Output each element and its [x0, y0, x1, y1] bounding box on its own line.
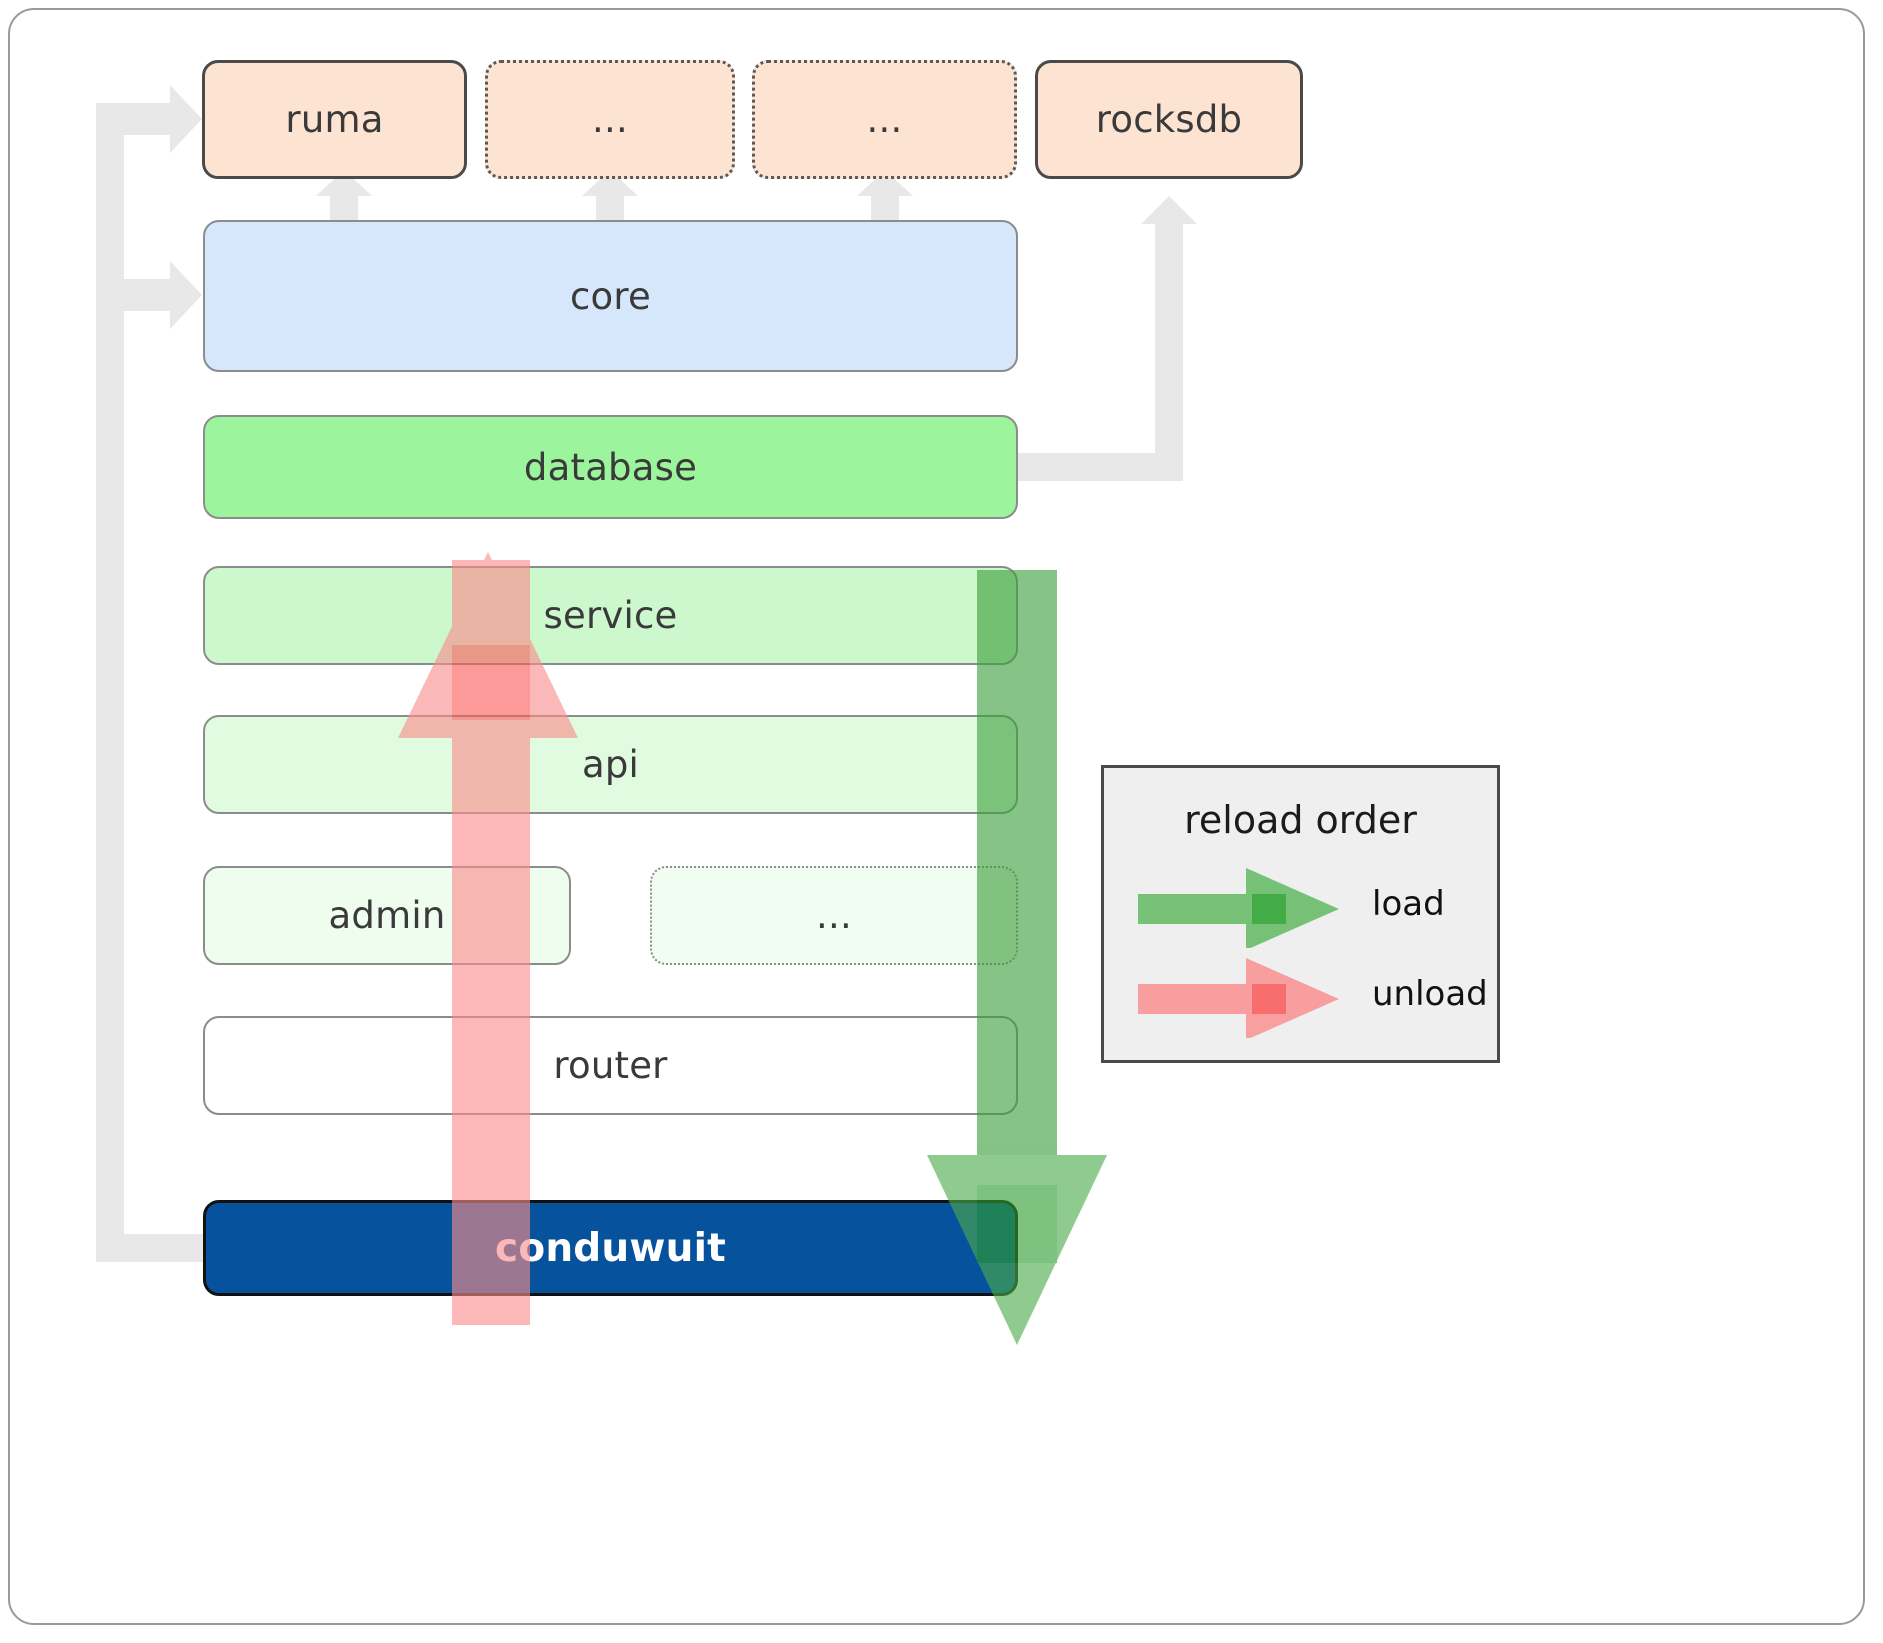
connector-left-rail [96, 110, 124, 1248]
crate-box-ruma[interactable]: ruma [202, 60, 467, 179]
crate-box-rocksdb[interactable]: rocksdb [1035, 60, 1303, 179]
legend-row-unload: unload [1104, 958, 1497, 1038]
load-arrow-icon [1138, 868, 1339, 948]
layer-box-database[interactable]: database [203, 415, 1018, 519]
layer-box-service[interactable]: service [203, 566, 1018, 665]
layer-label-core: core [570, 274, 651, 318]
layer-box-router[interactable]: router [203, 1016, 1018, 1115]
unload-arrow-icon [1138, 958, 1339, 1038]
layer-label-conduwuit: conduwuit [495, 1225, 726, 1271]
layer-label-router: router [553, 1044, 668, 1087]
connector-core-to-ruma [316, 170, 372, 220]
connector-database-to-rocksdb [1018, 196, 1197, 481]
connector-core-to-dots1 [582, 170, 638, 220]
layer-label-api: api [581, 743, 640, 786]
connector-rail-to-ruma [96, 85, 202, 153]
legend-label-unload: unload [1372, 974, 1488, 1014]
crate-label-rocksdb: rocksdb [1095, 98, 1243, 141]
crate-box-ellipsis-2[interactable]: ... [752, 60, 1017, 179]
layer-label-service: service [543, 594, 678, 637]
layer-box-admin[interactable]: admin [203, 866, 571, 965]
legend-label-load: load [1372, 884, 1445, 924]
layer-box-core[interactable]: core [203, 220, 1018, 372]
legend-row-load: load [1104, 868, 1497, 948]
layer-label-admin: admin [328, 894, 446, 937]
crate-label-ellipsis-1: ... [592, 98, 628, 141]
legend-title: reload order [1184, 798, 1417, 842]
crate-label-ruma: ruma [285, 98, 384, 141]
connector-rail-to-core [96, 261, 202, 329]
crate-label-ellipsis-2: ... [866, 98, 903, 141]
layer-box-api[interactable]: api [203, 715, 1018, 814]
layer-label-database: database [523, 445, 698, 489]
layer-box-ellipsis-3[interactable]: ... [650, 866, 1018, 965]
connector-conduwuit-to-rail [96, 1234, 210, 1262]
layer-label-ellipsis-3: ... [816, 894, 852, 937]
layer-box-conduwuit[interactable]: conduwuit [203, 1200, 1018, 1296]
crate-box-ellipsis-1[interactable]: ... [485, 60, 735, 179]
connector-core-to-dots2 [857, 170, 913, 220]
legend-panel: reload order load unload [1101, 765, 1500, 1063]
